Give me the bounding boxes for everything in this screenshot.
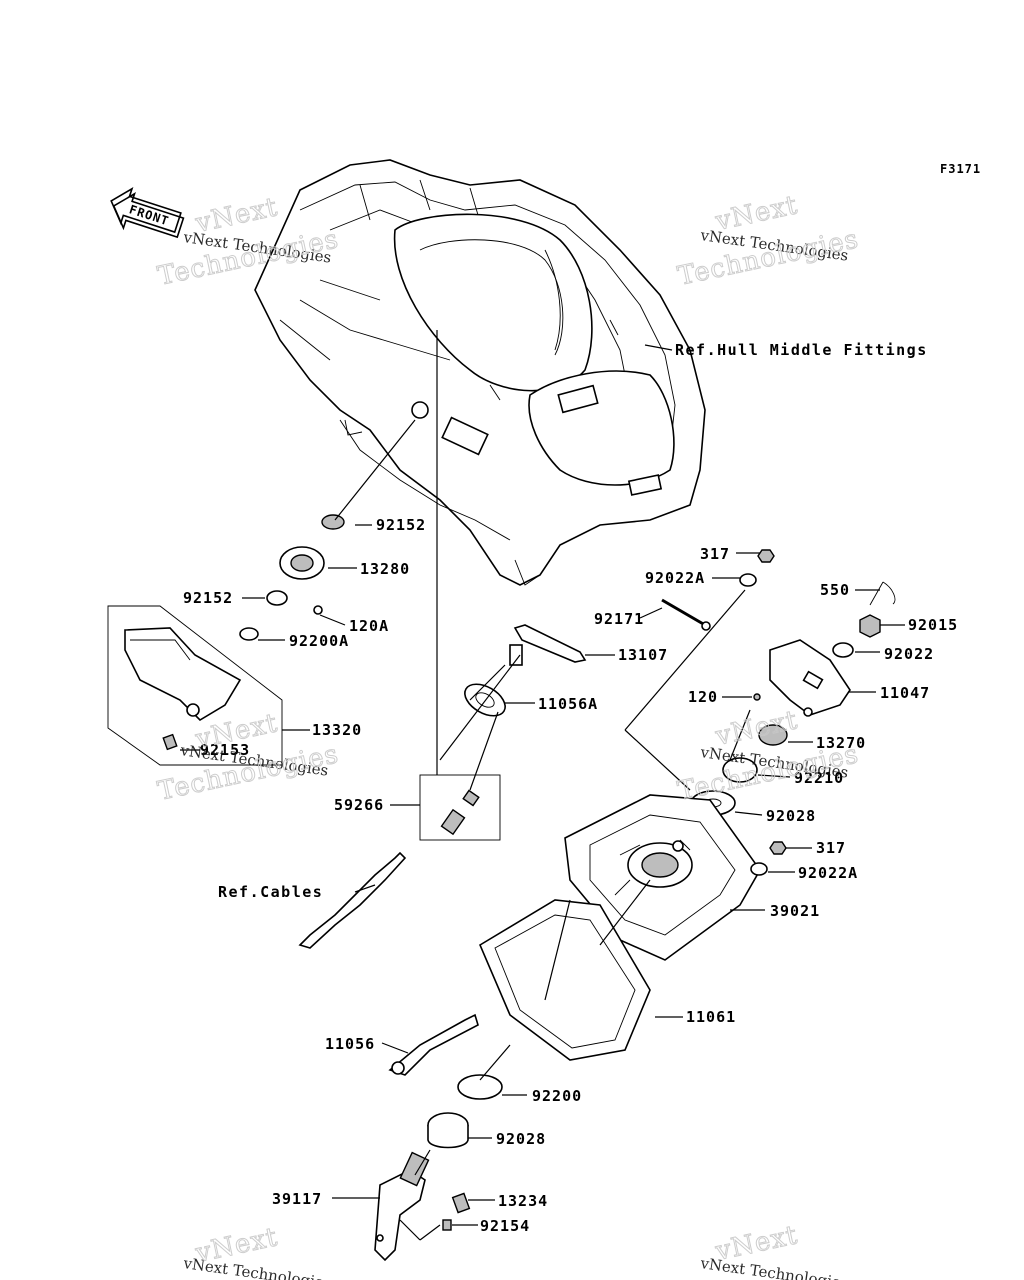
part-label: 317 (700, 545, 730, 563)
part-label: 11047 (880, 684, 930, 702)
ref-hull-label: Ref.Hull Middle Fittings (675, 341, 928, 359)
part-label: 59266 (334, 796, 384, 814)
part-label: 39021 (770, 902, 820, 920)
part-label: 13320 (312, 721, 362, 739)
part-label: 120A (349, 617, 389, 635)
part-labels: 92152 13280 92152 120A 92200A 13320 9215… (183, 516, 958, 1235)
figure-code: F3171 (940, 162, 981, 176)
part-label: 39117 (272, 1190, 322, 1208)
front-arrow-icon: FRONT (110, 186, 185, 239)
part-label: 11061 (686, 1008, 736, 1026)
watermark-line: vNext (712, 1220, 800, 1267)
bracket-11047-drawing (769, 639, 851, 717)
cover-13320-drawing (124, 627, 242, 751)
part-label: 120 (688, 688, 718, 706)
ref-cables-label: Ref.Cables (218, 883, 323, 901)
part-label: 92022A (645, 569, 705, 587)
seal-92028-drawing (427, 1112, 469, 1149)
part-label: 92171 (594, 610, 644, 628)
shaft-39117-drawing (374, 1151, 430, 1262)
seal-13280-drawing (279, 546, 325, 615)
leader-lines (180, 344, 905, 1241)
part-label: 92152 (183, 589, 233, 607)
part-label: 92153 (200, 741, 250, 759)
part-label: 317 (816, 839, 846, 857)
part-label: 92154 (480, 1217, 530, 1235)
part-label: 92200A (289, 632, 349, 650)
watermark-line: vNext (712, 705, 800, 752)
cable-drawing (298, 789, 480, 949)
part-label: 550 (820, 581, 850, 599)
part-label: 13107 (618, 646, 668, 664)
gasket-11061-drawing (478, 899, 651, 1061)
part-label: 92210 (794, 769, 844, 787)
watermark-line: vNext (192, 192, 280, 239)
watermark-line: vNext (712, 190, 800, 237)
part-label: 92028 (766, 807, 816, 825)
part-label: 13280 (360, 560, 410, 578)
part-label: 92022A (798, 864, 858, 882)
part-label: 11056A (538, 695, 598, 713)
part-label: 92028 (496, 1130, 546, 1148)
part-label: 13234 (498, 1192, 548, 1210)
part-label: 11056 (325, 1035, 375, 1053)
part-label: 92015 (908, 616, 958, 634)
part-label: 92200 (532, 1087, 582, 1105)
housing-39021-drawing (564, 794, 761, 961)
hull-middle-fittings-drawing (254, 159, 706, 586)
lever-13107-drawing (509, 624, 587, 666)
part-label: 92152 (376, 516, 426, 534)
part-label: 92022 (884, 645, 934, 663)
part-label: 13270 (816, 734, 866, 752)
